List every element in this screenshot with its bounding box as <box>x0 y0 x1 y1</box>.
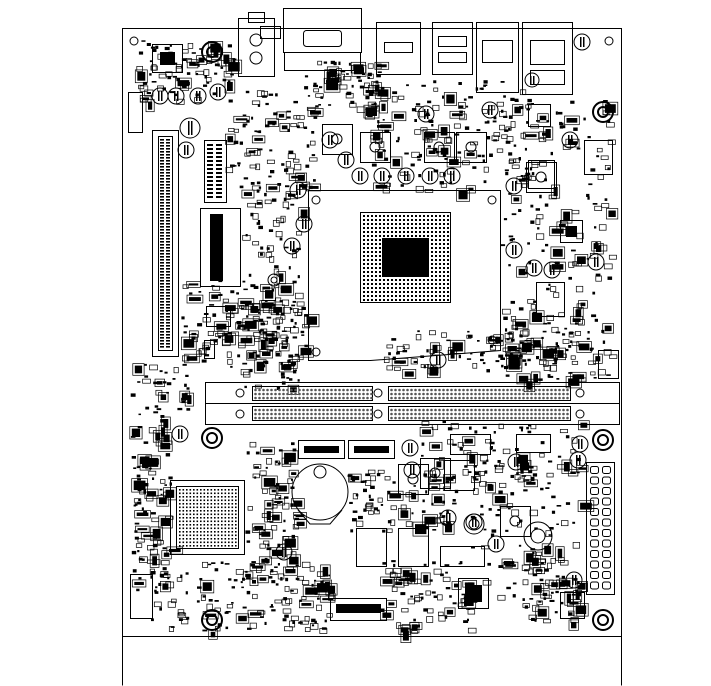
mini-pcie-slot <box>200 208 241 287</box>
io-hdmi-port <box>376 22 421 75</box>
capacitor <box>505 241 523 259</box>
atx-24pin <box>586 462 615 595</box>
io-usb-stack-1 <box>432 22 473 75</box>
chipset-package <box>170 480 245 555</box>
capacitor <box>524 72 540 88</box>
inductor <box>322 124 353 155</box>
bga-balls <box>179 489 237 547</box>
dimm-contacts <box>254 388 569 420</box>
capacitor <box>373 167 391 185</box>
capacitor <box>171 425 189 443</box>
capacitor <box>421 167 439 185</box>
header-block <box>204 140 227 203</box>
capacitor <box>573 33 591 51</box>
mounting-hole <box>592 429 614 451</box>
cpu-pin-field <box>360 212 451 303</box>
dimm-contact-row <box>388 406 571 421</box>
capacitor <box>351 167 369 185</box>
pci-slot <box>152 130 179 357</box>
pci-pins <box>160 139 222 348</box>
front-panel-header <box>130 574 153 619</box>
smd-components <box>129 40 619 643</box>
capacitor <box>179 117 201 139</box>
cpu-pins <box>363 215 449 301</box>
capacitor <box>525 259 543 277</box>
cpu-socket-center <box>382 238 429 277</box>
expansion-slot-pci <box>152 130 241 357</box>
mounting-hole <box>592 609 614 631</box>
inductor <box>500 506 531 537</box>
capacitor <box>401 439 419 457</box>
capacitor <box>505 177 523 195</box>
m2-connector <box>330 598 387 621</box>
chassis-tray-outline <box>122 636 622 686</box>
bga-ball-field <box>176 486 239 549</box>
capacitor <box>337 151 355 169</box>
capacitor <box>443 167 461 185</box>
capacitor <box>283 237 301 255</box>
io-ps2-port <box>238 18 275 77</box>
rear-io-connectors <box>238 8 573 95</box>
chipset-bga <box>170 480 245 555</box>
ic-controller <box>458 578 489 609</box>
io-lan-usb-stack-1 <box>476 22 519 93</box>
capacitor <box>397 167 415 185</box>
capacitor <box>209 83 227 101</box>
mounting-hole <box>201 427 223 449</box>
pci-pin-row <box>158 136 173 351</box>
dimm-contact-row <box>388 386 571 401</box>
capacitor-large <box>463 513 485 535</box>
mounting-hole <box>201 609 223 631</box>
atx-power-connector <box>586 462 615 595</box>
fan-header <box>128 92 143 133</box>
io-lan-usb-stack-2 <box>522 22 573 95</box>
capacitor <box>487 535 505 553</box>
capacitor <box>177 141 195 159</box>
